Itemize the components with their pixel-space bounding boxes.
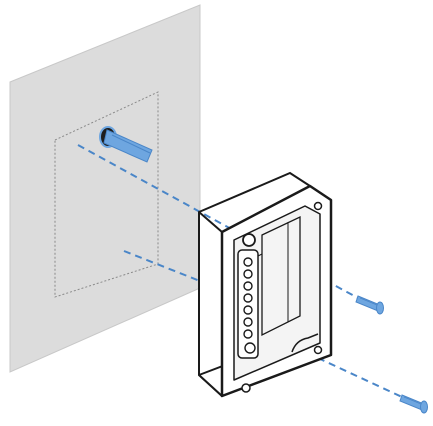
- screw-upper-thread: [359, 297, 378, 306]
- terminal-1: [243, 257, 253, 267]
- enclosure-box: [198, 171, 333, 398]
- anchor-plug-edge: [111, 134, 151, 154]
- box-corner-notch: [291, 333, 319, 353]
- terminal-3: [243, 281, 253, 291]
- terminal-4: [243, 293, 253, 303]
- box-hole-top-right: [313, 201, 323, 211]
- screw-upper: [355, 295, 384, 315]
- screw-lower-head: [420, 400, 428, 414]
- terminal-strip-rail: [257, 253, 263, 257]
- box-hole-top-left: [242, 233, 256, 247]
- screw-lower-thread: [403, 396, 422, 405]
- anchor-plug: [103, 129, 153, 163]
- terminal-2: [243, 269, 253, 279]
- screw-upper-head: [376, 301, 384, 315]
- box-inner-cavity: [261, 215, 301, 337]
- screw-lower: [399, 394, 428, 414]
- wall-panel: [9, 4, 201, 373]
- guide-line-lower-wall: [123, 250, 206, 284]
- wall-anchor: [99, 126, 153, 163]
- guide-line-upper-wall: [77, 144, 245, 237]
- box-hole-bottom-right: [313, 345, 323, 355]
- box-rim: [198, 171, 311, 213]
- guide-line-lower-screw: [317, 357, 403, 398]
- terminal-7: [243, 329, 253, 339]
- terminal-8: [244, 342, 256, 354]
- terminal-strip: [237, 249, 263, 359]
- box-hole-bottom-left: [241, 383, 251, 393]
- terminal-5: [243, 305, 253, 315]
- terminal-6: [243, 317, 253, 327]
- terminal-strip-body: [237, 249, 259, 359]
